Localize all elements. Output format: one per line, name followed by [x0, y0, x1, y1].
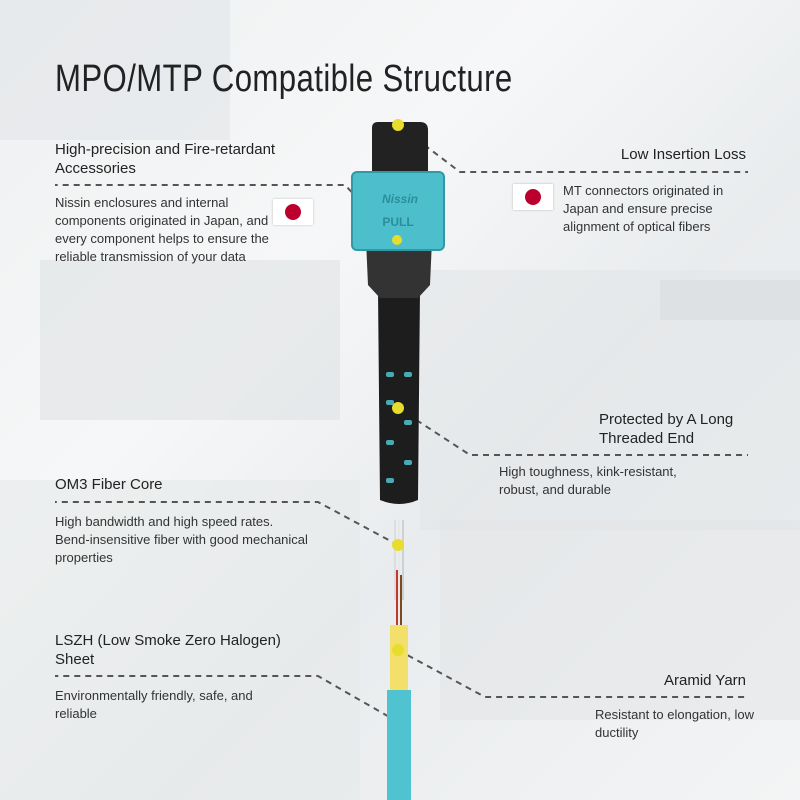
lszh-title: LSZH (Low Smoke Zero Halogen) Sheet [55, 632, 281, 668]
insertion-loss-body: MT connectors originated in Japan and en… [563, 183, 724, 234]
page-title: MPO/MTP Compatible Structure [55, 58, 513, 100]
accessories-title: High-precision and Fire-retardant Access… [55, 141, 276, 177]
pull-label: PULL [382, 215, 413, 229]
threaded-end-body: High toughness, kink-resistant, robust, … [499, 464, 677, 497]
aramid-body: Resistant to elongation, low ductility [595, 707, 754, 740]
insertion-loss-title: Low Insertion Loss [620, 146, 746, 163]
japan-flag-icon [513, 184, 553, 210]
fiber-core-body: High bandwidth and high speed rates. Ben… [55, 514, 308, 565]
fiber-core-title: OM3 Fiber Core [55, 476, 163, 493]
threaded-end-title: Protected by A Long Threaded End [599, 411, 734, 447]
aramid-title: Aramid Yarn [664, 672, 746, 689]
lszh-jacket [387, 690, 411, 800]
callout-dots [392, 119, 404, 656]
connector-housing [352, 172, 444, 250]
japan-flag-icon [273, 199, 313, 225]
aramid-yarn [390, 625, 408, 695]
strain-relief-boot [378, 290, 420, 504]
fiber-strands [394, 520, 404, 630]
accessories-body: Nissin enclosures and internal component… [55, 195, 269, 264]
brand-label: Nissin [382, 192, 418, 206]
connector-body [372, 122, 428, 175]
lszh-body: Environmentally friendly, safe, and reli… [55, 688, 253, 721]
